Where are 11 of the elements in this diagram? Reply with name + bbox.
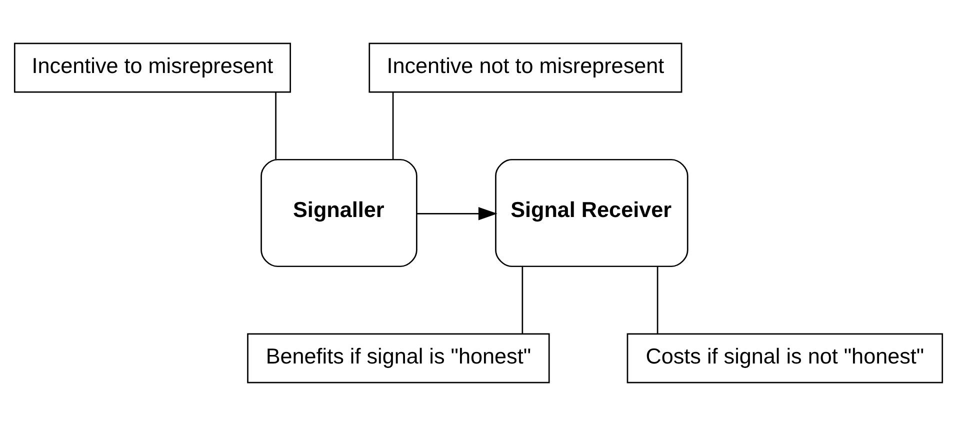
node-box: Signaller [260, 158, 417, 268]
arrow [416, 207, 497, 220]
connector [521, 266, 523, 334]
node-box: Benefits if signal is "honest" [246, 333, 550, 384]
node-box: Costs if signal is not "honest" [626, 333, 943, 384]
node-box: Signal Receiver [494, 158, 688, 268]
node-box: Incentive to misrepresent [13, 42, 290, 93]
connector [656, 266, 658, 334]
node-box: Incentive not to misrepresent [368, 42, 682, 93]
connector [274, 92, 276, 160]
connector [392, 92, 394, 160]
